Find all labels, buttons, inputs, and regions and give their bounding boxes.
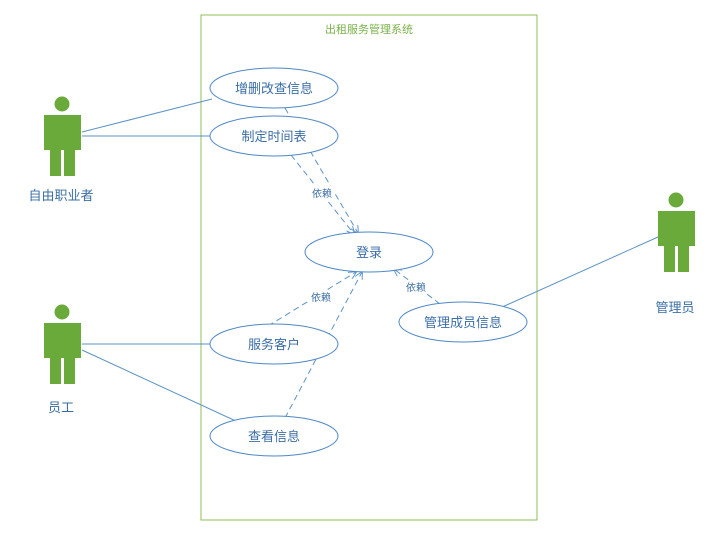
usecase-crud-info-label: 增删改查信息 bbox=[235, 81, 313, 97]
usecase-schedule-label: 制定时间表 bbox=[241, 130, 306, 145]
actor-admin[interactable]: 管理员 bbox=[655, 192, 695, 317]
assoc-freelancer-crud bbox=[81, 98, 213, 133]
depend-label-c: 依赖 bbox=[406, 281, 426, 294]
actor-head-icon bbox=[668, 192, 684, 208]
actor-head-icon bbox=[54, 304, 70, 320]
usecase-view-info-label: 查看信息 bbox=[248, 429, 300, 445]
assoc-admin-manage bbox=[499, 236, 659, 309]
actor-body-icon bbox=[44, 323, 81, 358]
usecase-schedule[interactable]: 制定时间表 bbox=[209, 115, 339, 157]
actor-freelancer-label: 自由职业者 bbox=[28, 189, 93, 204]
usecase-login-label: 登录 bbox=[356, 246, 382, 261]
actor-employee[interactable]: 员工 bbox=[44, 304, 81, 417]
usecase-serve-customer-label: 服务客户 bbox=[248, 337, 300, 353]
actor-head-icon bbox=[54, 96, 70, 112]
assoc-employee-view bbox=[81, 349, 239, 423]
system-title: 出租服务管理系统 bbox=[325, 22, 413, 36]
actor-freelancer[interactable]: 自由职业者 bbox=[28, 96, 94, 205]
actor-admin-label: 管理员 bbox=[655, 301, 694, 316]
associations bbox=[81, 98, 659, 423]
usecase-view-info[interactable]: 查看信息 bbox=[209, 415, 339, 457]
usecase-manage-members[interactable]: 管理成员信息 bbox=[398, 301, 528, 343]
dependency-labels: 依赖 依赖 依赖 bbox=[308, 186, 429, 304]
usecase-login[interactable]: 登录 bbox=[304, 231, 434, 273]
usecase-manage-members-label: 管理成员信息 bbox=[424, 315, 502, 331]
actor-body-icon bbox=[658, 211, 695, 246]
depend-label-b: 依赖 bbox=[311, 291, 331, 304]
actor-body-icon bbox=[44, 115, 81, 150]
depend-label-a: 依赖 bbox=[312, 187, 332, 200]
usecase-serve-customer[interactable]: 服务客户 bbox=[209, 323, 339, 365]
usecase-crud-info[interactable]: 增删改查信息 bbox=[209, 67, 339, 109]
actor-employee-label: 员工 bbox=[48, 401, 74, 416]
system-boundary bbox=[200, 14, 538, 521]
